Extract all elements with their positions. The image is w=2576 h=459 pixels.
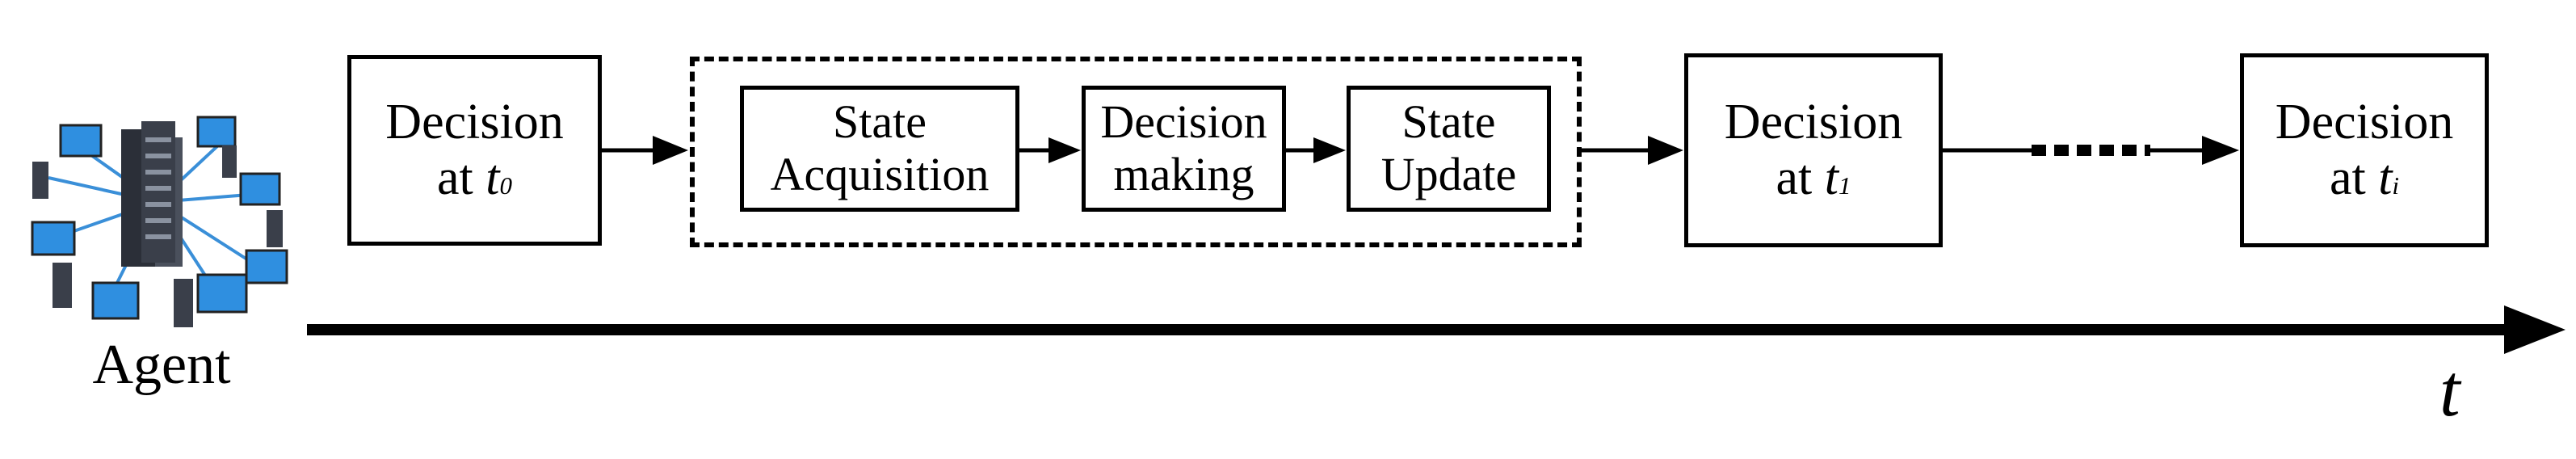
process-line1: State (833, 95, 927, 149)
decision-title: Decision (2275, 94, 2454, 149)
process-line1: State (1401, 95, 1496, 149)
decision-time: at t0 (437, 150, 512, 205)
state-update-box: State Update (1347, 86, 1551, 212)
decision-box-t0: Decision at t0 (347, 55, 602, 246)
decision-time: at ti (2329, 150, 2400, 205)
state-acquisition-box: State Acquisition (740, 86, 1019, 212)
timeline-arrow (307, 305, 2565, 354)
process-group (690, 57, 1582, 247)
agent-label: Agent (92, 334, 231, 396)
time-axis-label: t (2439, 349, 2460, 432)
decision-title: Decision (385, 94, 564, 149)
decision-making-box: Decision making (1082, 86, 1286, 212)
arrow-group-to-t1 (1582, 136, 1683, 165)
arrow-acq-to-making (1019, 137, 1081, 163)
decision-box-ti: Decision at ti (2240, 53, 2489, 247)
decision-time: at t1 (1775, 150, 1851, 205)
process-line2: Acquisition (770, 148, 990, 200)
decision-box-t1: Decision at t1 (1684, 53, 1943, 247)
arrow-t1-to-ti (1943, 136, 2239, 165)
process-line2: making (1113, 148, 1254, 200)
arrow-t0-to-group (602, 136, 688, 165)
network-servers-icon (31, 116, 288, 327)
process-line2: Update (1380, 148, 1517, 200)
process-line1: Decision (1100, 95, 1267, 149)
arrow-making-to-update (1286, 137, 1346, 163)
decision-title: Decision (1724, 94, 1903, 149)
